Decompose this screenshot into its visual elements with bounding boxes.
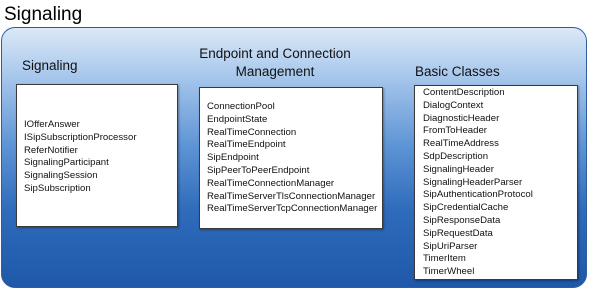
class-name-item: SipEndpoint [207, 152, 259, 164]
endpoint-group-title-line2: Management [235, 64, 315, 79]
class-name-item: TimerItem [423, 253, 466, 265]
class-name-item: ISipSubscriptionProcessor [24, 131, 137, 143]
class-name-item: SdpDescription [423, 150, 489, 162]
class-name-item: SignalingHeaderParser [423, 176, 523, 188]
class-name-item: RealTimeEndpoint [207, 139, 286, 151]
class-name-item: RealTimeConnectionManager [207, 177, 335, 189]
class-name-item: ReferNotifier [24, 144, 78, 156]
page-title: Signaling [4, 4, 83, 25]
class-name-item: ConnectionPool [207, 101, 275, 112]
class-name-item: RealTimeConnection [207, 126, 297, 138]
class-name-item: SipSubscription [24, 182, 91, 194]
endpoint-group-title-line1: Endpoint and Connection [199, 46, 351, 61]
basic-classes-group-title: Basic Classes [415, 64, 500, 79]
class-name-item: SipAuthenticationProtocol [423, 189, 533, 201]
class-name-item: SipCredentialCache [423, 202, 509, 214]
class-name-item: SipResponseData [423, 214, 501, 226]
class-name-item: SignalingSession [24, 170, 98, 182]
class-name-item: SipRequestData [423, 227, 493, 239]
class-name-item: IOfferAnswer [24, 119, 80, 130]
class-name-item: SignalingParticipant [24, 157, 109, 169]
class-name-item: DiagnosticHeader [423, 112, 500, 124]
class-name-item: RealTimeServerTcpConnectionManager [207, 203, 378, 215]
class-name-item: SignalingHeader [423, 163, 494, 175]
signaling-group-title: Signaling [22, 58, 78, 73]
class-name-item: EndpointState [207, 113, 268, 125]
class-name-item: TimerWheel [423, 266, 475, 278]
class-name-item: DialogContext [423, 99, 484, 111]
class-name-item: SipUriParser [423, 240, 478, 252]
class-name-item: FromToHeader [423, 125, 487, 137]
class-name-item: RealTimeServerTlsConnectionManager [207, 190, 376, 202]
class-name-item: SipPeerToPeerEndpoint [207, 164, 310, 176]
class-name-item: RealTimeAddress [423, 138, 499, 150]
endpoint-group-title: Endpoint and Connection Management [197, 45, 353, 81]
class-name-item: ContentDescription [423, 87, 505, 98]
